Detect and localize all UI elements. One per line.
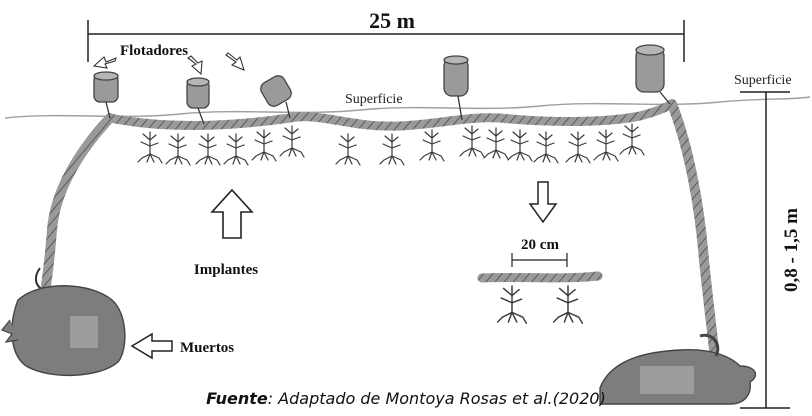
seaweed-icon [335, 133, 361, 166]
water-surface-line [4, 96, 811, 119]
seaweed-icon [483, 127, 509, 160]
depth-label: 0,8 - 1,5 m [781, 208, 802, 292]
depth-dimension: 0,8 - 1,5 m [740, 91, 802, 409]
seaweed-icon [593, 129, 619, 162]
spacing-label: 20 cm [521, 237, 559, 253]
surface-label-right: Superficie [734, 73, 792, 88]
detail-down-arrow-icon [528, 181, 558, 224]
main-longline-rope [105, 99, 677, 131]
source-caption: Fuente: Adaptado de Montoya Rosas et al.… [0, 389, 812, 408]
float-buoy [443, 55, 469, 121]
surface-label-center: Superficie [345, 92, 403, 107]
float-pointer-arrows [92, 52, 245, 76]
width-dimension: 25 m [87, 8, 685, 62]
left-anchor-bag [1, 267, 126, 377]
floats-label: Flotadores [120, 43, 188, 59]
arrow-icon [92, 56, 117, 69]
float-buoy [186, 77, 210, 125]
implants-label: Implantes [194, 262, 258, 278]
seaweed-icon [507, 129, 533, 162]
floats [93, 44, 671, 125]
source-text: : Adaptado de Montoya Rosas et al.(2020) [267, 389, 606, 408]
seaweed-icon [419, 129, 445, 162]
source-label: Fuente [206, 389, 268, 408]
arrow-icon [187, 55, 203, 76]
seaweed-icon [459, 125, 485, 158]
spacing-detail: 20 cm [477, 237, 603, 324]
seaweed-icon [279, 125, 305, 158]
seaweed-icon [565, 131, 591, 164]
anchors-left-arrow-icon [130, 332, 173, 360]
seaweed-icon [552, 285, 584, 324]
right-anchor-rope [667, 99, 719, 355]
seaweed-icon [165, 133, 191, 166]
seaweed-icon [619, 123, 645, 156]
width-dimension-label: 25 m [369, 8, 415, 33]
implants-up-arrow-icon [210, 188, 254, 239]
seaweed-icon [496, 285, 528, 324]
seaweed-icon [223, 133, 249, 166]
float-buoy [260, 75, 292, 119]
arrow-icon [225, 52, 245, 71]
left-anchor-rope [41, 113, 115, 290]
float-buoy [635, 44, 671, 105]
anchors-label: Muertos [180, 340, 234, 356]
right-anchor-bag [599, 333, 757, 405]
float-buoy [93, 71, 119, 119]
seaweed-icon [379, 133, 405, 166]
seaweed-icon [251, 129, 277, 162]
seaweed-icon [195, 133, 221, 166]
seaweed-icon [137, 131, 163, 164]
seaweed-icon [533, 131, 559, 164]
detail-rope [477, 271, 603, 283]
